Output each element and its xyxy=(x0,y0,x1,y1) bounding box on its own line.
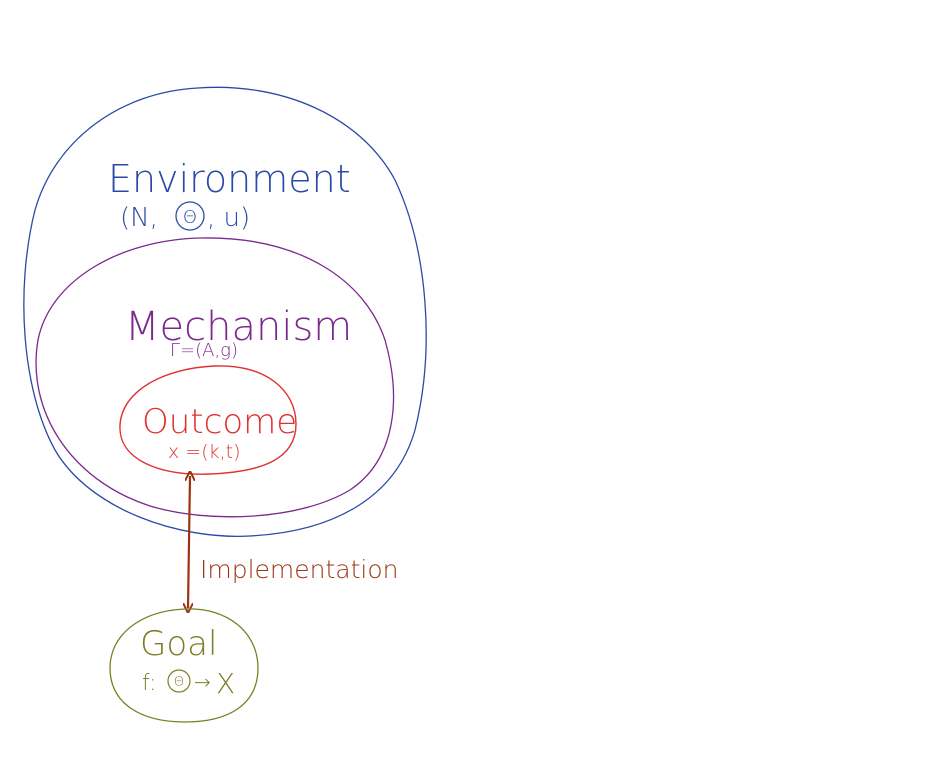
implementation-label: Implementation xyxy=(200,555,399,584)
mechanism-formula: Γ=(A,g) xyxy=(170,340,238,361)
implementation-arrow xyxy=(188,476,190,608)
outcome-boundary xyxy=(119,365,297,475)
environment-tuple-open: (N, xyxy=(120,203,158,233)
outcome-formula: x =(k,t) xyxy=(168,441,241,463)
mechanism-boundary xyxy=(35,237,395,518)
environment-title: Environment xyxy=(108,157,351,201)
goal-arrow: → xyxy=(194,670,211,694)
goal-f-label: f: xyxy=(142,671,156,696)
environment-boundary xyxy=(23,86,427,538)
environment-tuple-close: , u) xyxy=(207,203,250,233)
goal-theta-symbol: Θ xyxy=(174,675,184,690)
goal-title: Goal xyxy=(140,624,217,664)
goal-theta-circle xyxy=(167,669,191,693)
goal-boundary xyxy=(109,608,259,723)
environment-theta-symbol: Θ xyxy=(183,207,197,228)
outcome-title: Outcome xyxy=(142,402,297,442)
environment-theta-circle xyxy=(175,201,205,231)
goal-codomain: X xyxy=(216,667,235,700)
mechanism-title: Mechanism xyxy=(125,304,352,350)
